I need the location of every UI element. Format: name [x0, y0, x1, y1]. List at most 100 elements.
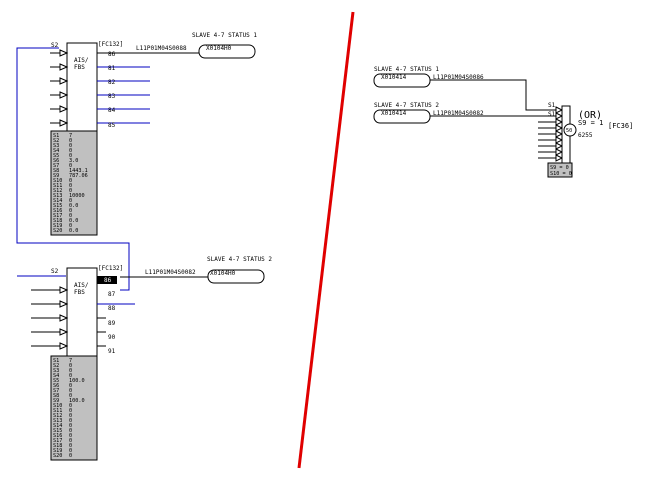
block2-spec-value: 0 [69, 388, 72, 394]
block2-spec-panel [50, 355, 98, 461]
block2-ref: S2 [51, 268, 59, 275]
block1-spec-name: S7 [53, 163, 59, 169]
block2-spec-value: 0 [69, 403, 72, 409]
or-input2-value: X010414 [381, 110, 407, 117]
block2-spec-name: S14 [53, 423, 62, 429]
block2-spec-name: S3 [53, 368, 59, 374]
block2-tag: [FC132] [98, 265, 123, 272]
block1-status-box[interactable] [198, 44, 256, 59]
block1-status-value: X0104H0 [206, 45, 232, 52]
block2-spec-value: 0 [69, 448, 72, 454]
block1-spec-value: 0.0 [69, 228, 78, 234]
block2-spec-name: S18 [53, 443, 62, 449]
block2-spec-name: S13 [53, 418, 62, 424]
or-label: (OR) [578, 110, 602, 121]
block2-out-3: 89 [108, 320, 116, 327]
block1-ref: S2 [51, 42, 59, 49]
block2-spec-value: 0 [69, 423, 72, 429]
or-block-no: 6255 [578, 132, 593, 139]
block2-spec-value: 0 [69, 433, 72, 439]
block2-spec-value: 100.0 [69, 398, 85, 404]
ais-fbs-block-2[interactable]: S2 [FC132] AIS/ FBS 86 87 88 89 90 91 L1… [17, 256, 272, 461]
block2-spec-value: 0 [69, 413, 72, 419]
block1-spec-value: 0.0 [69, 218, 78, 224]
or-inputs [538, 106, 564, 162]
or-input1-title: SLAVE 4-7 STATUS 1 [374, 66, 439, 73]
block2-out-2: 88 [108, 305, 116, 312]
block1-spec-value: 3.0 [69, 158, 78, 164]
block1-spec-value: 787.06 [69, 173, 88, 179]
block2-status-value: X0104H0 [210, 270, 236, 277]
block2-status-box[interactable] [207, 269, 265, 284]
block2-spec-name: S11 [53, 408, 62, 414]
block2-body [66, 267, 98, 357]
or-ref: S1 [548, 102, 556, 109]
block1-spec-value: 0 [69, 183, 72, 189]
block2-type-1: AIS/ [74, 282, 89, 289]
block2-status-title: SLAVE 4-7 STATUS 2 [207, 256, 272, 263]
block1-spec-panel [50, 130, 98, 236]
block1-spec-name: S6 [53, 158, 59, 164]
or-spec-panel [547, 162, 573, 178]
block2-spec-value: 0 [69, 443, 72, 449]
block1-spec-value: 7 [69, 133, 72, 139]
block2-pin-highlight[interactable] [97, 276, 117, 284]
block1-spec-name: S4 [53, 148, 59, 154]
or-block[interactable]: SLAVE 4-7 STATUS 1 X010414 L11P01M04S008… [373, 66, 633, 178]
block2-spec-name: S8 [53, 393, 59, 399]
or-input1-value: X010414 [381, 74, 407, 81]
block1-spec-value: 0 [69, 138, 72, 144]
block2-spec-value: 0 [69, 408, 72, 414]
block1-out-2: 82 [108, 79, 116, 86]
block2-spec-name: S17 [53, 438, 62, 444]
block2-spec-name: S19 [53, 448, 62, 454]
or-formula: S9 = 1 [578, 119, 603, 127]
block1-spec-value: 0 [69, 188, 72, 194]
block1-spec-value: 0 [69, 208, 72, 214]
block1-spec-name: S17 [53, 213, 62, 219]
block1-spec-name: S19 [53, 223, 62, 229]
block2-spec-value: 100.0 [69, 378, 85, 384]
block2-spec-name: S5 [53, 378, 59, 384]
or-spec-1: S9 = 0 [550, 165, 569, 171]
block1-spec-value: 10000 [69, 193, 85, 199]
link-wire-1 [16, 47, 130, 291]
block1-spec-value: 0.0 [69, 203, 78, 209]
block1-out-5: 85 [108, 122, 116, 129]
block1-out-1: 81 [108, 65, 116, 72]
block1-spec-value: 0 [69, 223, 72, 229]
or-input2-title: SLAVE 4-7 STATUS 2 [374, 102, 439, 109]
block2-type-2: FBS [74, 289, 85, 296]
section-divider [297, 11, 355, 469]
block2-signal: L11P01M04S0082 [145, 269, 196, 276]
or-gate-label: 50 [566, 128, 572, 134]
block2-spec-name: S6 [53, 383, 59, 389]
block1-spec-name: S12 [53, 188, 62, 194]
block2-outputs [97, 303, 135, 347]
block2-spec-name: S9 [53, 398, 59, 404]
block1-spec-name: S15 [53, 203, 62, 209]
block1-top-pin: 86 [108, 51, 116, 58]
block2-spec-value: 0 [69, 383, 72, 389]
or-input1-route [522, 79, 538, 111]
block2-highlight-pin: 86 [104, 277, 112, 284]
block1-spec-name: S13 [53, 193, 62, 199]
block1-spec-value: 0 [69, 163, 72, 169]
block1-outputs [97, 66, 150, 124]
block1-inputs [50, 49, 69, 127]
or-input2-signal: L11P01M04S0082 [433, 110, 484, 117]
block2-spec-name: S2 [53, 363, 59, 369]
or-out-pin: S1 [548, 111, 556, 118]
block2-spec-name: S16 [53, 433, 62, 439]
block1-spec-name: S18 [53, 218, 62, 224]
block1-type-1: AIS/ [74, 57, 89, 64]
or-gate-symbol [563, 123, 577, 137]
block1-status-title: SLAVE 4-7 STATUS 1 [192, 32, 257, 39]
block1-spec-name: S8 [53, 168, 59, 174]
block2-spec-name: S15 [53, 428, 62, 434]
block1-spec-value: 0 [69, 148, 72, 154]
ais-fbs-block-1[interactable]: S2 [FC132] AIS/ FBS 86 81 82 83 84 85 [16, 32, 257, 291]
block2-spec-name: S4 [53, 373, 59, 379]
